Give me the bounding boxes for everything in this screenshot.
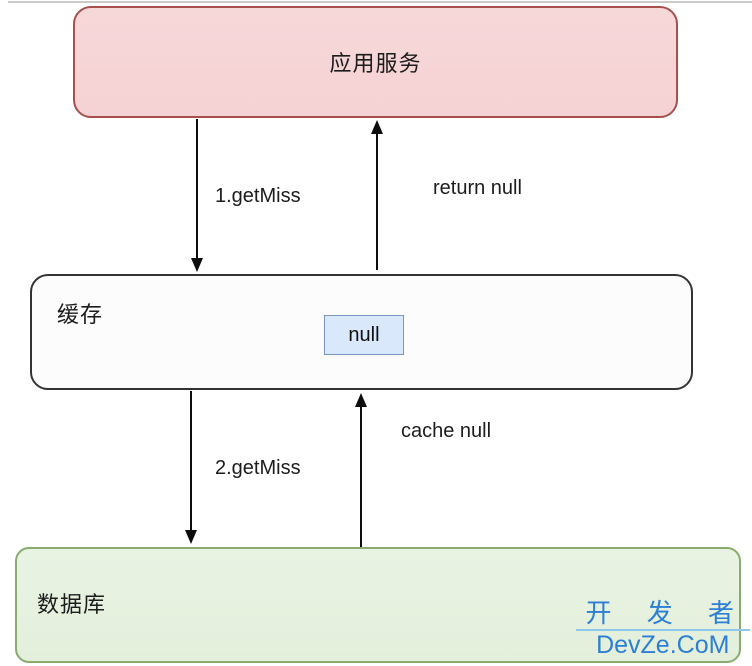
arrow-line <box>196 119 198 260</box>
database-label: 数据库 <box>37 592 107 617</box>
edge-label-cache-null: cache null <box>401 420 492 442</box>
top-divider-line <box>8 1 752 3</box>
null-value-box: null <box>324 315 404 355</box>
app-service-node: 应用服务 <box>73 6 678 118</box>
arrow-line <box>360 405 362 547</box>
app-service-label: 应用服务 <box>329 51 422 76</box>
cache-node: 缓存 null <box>30 274 693 390</box>
arrow-down-icon <box>185 530 197 544</box>
database-node: 数据库 <box>15 547 741 663</box>
cache-label: 缓存 <box>57 302 104 327</box>
arrow-line <box>190 391 192 532</box>
arrow-up-icon <box>371 120 383 134</box>
watermark-site-text: DevZe.CoM <box>596 631 730 659</box>
edge-label-return-null: return null <box>433 177 522 199</box>
watermark-cn-text: 开 发 者 <box>575 600 750 631</box>
arrow-down-icon <box>191 258 203 272</box>
arrow-line <box>376 132 378 270</box>
arrow-up-icon <box>355 393 367 407</box>
edge-label-get-miss-2: 2.getMiss <box>215 457 301 479</box>
edge-label-get-miss-1: 1.getMiss <box>215 185 301 207</box>
null-value-label: null <box>348 323 380 346</box>
watermark: 开 发 者 DevZe.CoM <box>575 600 750 659</box>
